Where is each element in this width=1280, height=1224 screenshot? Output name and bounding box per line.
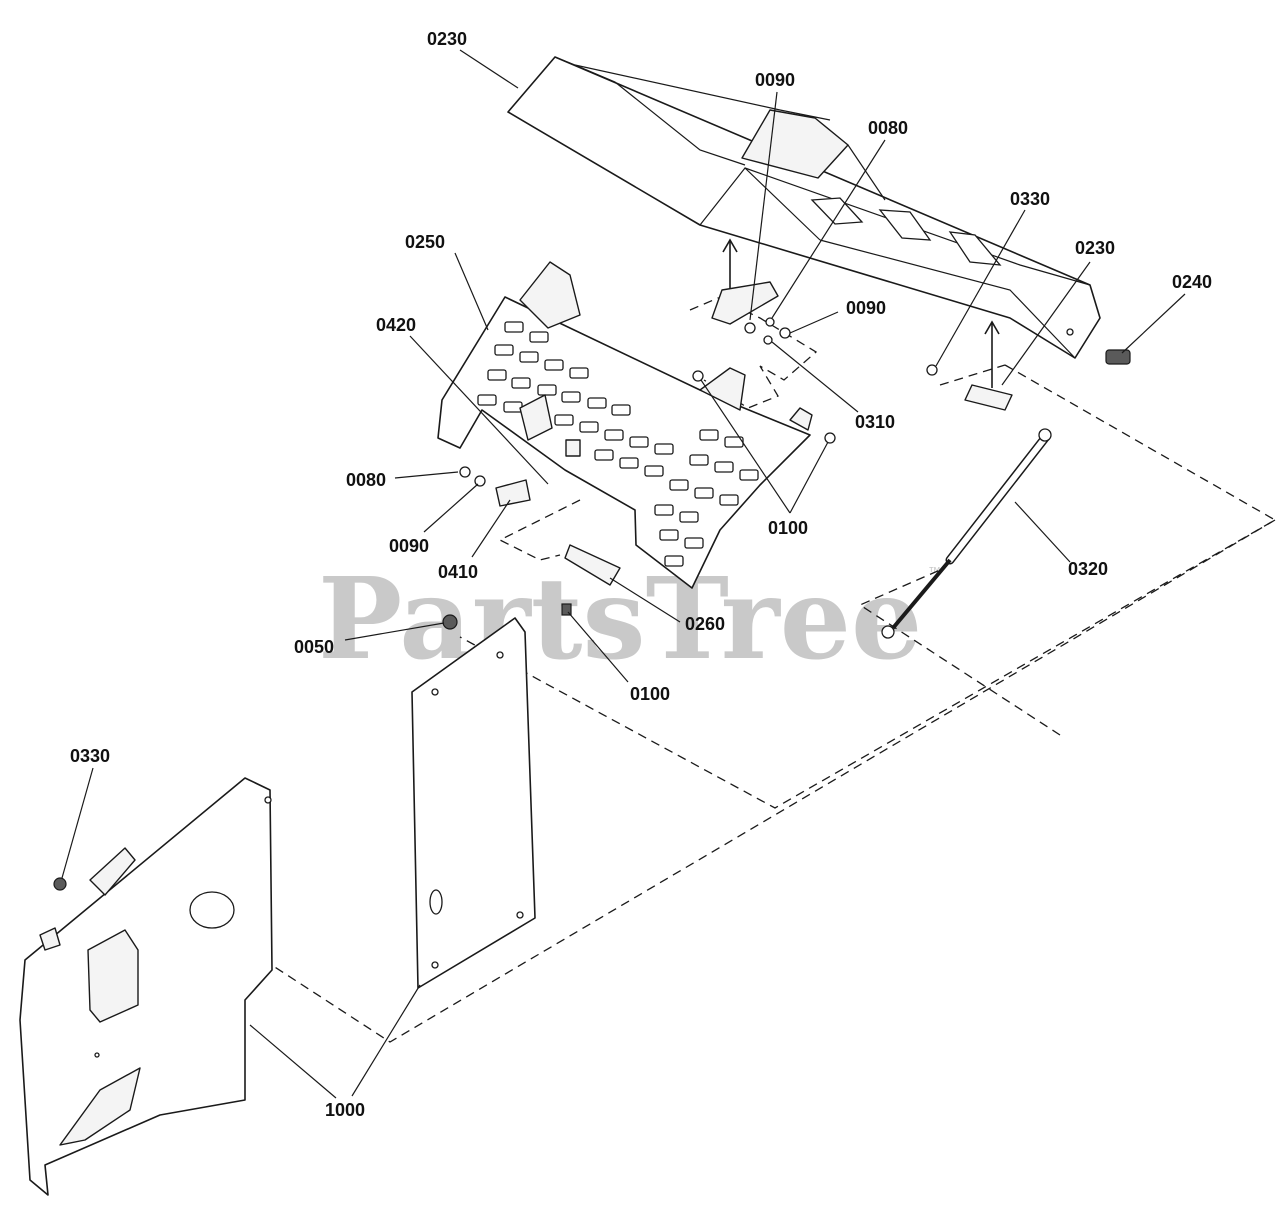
deck-plate-tab-top xyxy=(519,261,581,329)
washer-0090-top xyxy=(744,322,756,334)
callout-0230-right: 0230 xyxy=(1075,238,1115,258)
lower-side-panel-body xyxy=(19,777,273,1196)
bolt-0080-top xyxy=(765,317,775,327)
deck-plate-tab-mid xyxy=(699,367,746,411)
leader-lines xyxy=(61,49,1186,1099)
gas-strut-rod xyxy=(891,558,952,630)
nut-0050 xyxy=(442,614,458,630)
deck-plate-body xyxy=(437,296,811,589)
hinge-bracket-left xyxy=(711,281,779,325)
callout-0090-top: 0090 xyxy=(755,70,795,90)
arrows xyxy=(722,238,1000,388)
deck-plate xyxy=(437,261,813,589)
lower-side-panel xyxy=(19,777,273,1196)
nut-0330-right xyxy=(926,364,938,376)
hinge-bracket-right xyxy=(964,384,1013,411)
callout-0420: 0420 xyxy=(376,315,416,335)
callout-1000: 1000 xyxy=(325,1100,365,1120)
watermark-text: PartsTree xyxy=(318,554,922,685)
deck-perforations xyxy=(477,321,759,567)
bolt-0100-bottom xyxy=(561,603,572,616)
watermark: PartsTree ™ xyxy=(318,554,941,685)
callout-0230-top: 0230 xyxy=(427,29,467,49)
top-cover-slot-1 xyxy=(810,197,864,225)
deck-plate-cutout xyxy=(519,394,553,441)
top-cover-body xyxy=(507,56,1101,359)
callout-0310: 0310 xyxy=(855,412,895,432)
callout-0240: 0240 xyxy=(1172,272,1212,292)
top-cover-slot-2 xyxy=(878,209,932,241)
deck-plate-tab-right xyxy=(789,407,813,431)
gas-strut xyxy=(881,428,1052,639)
callout-0330-left: 0330 xyxy=(70,746,110,766)
dashline-latch xyxy=(498,499,581,561)
dashline-bracket-right xyxy=(939,364,1006,386)
top-cover-hole xyxy=(1066,328,1074,336)
lower-panel-hole xyxy=(189,891,235,929)
callout-0330-right: 0330 xyxy=(1010,189,1050,209)
dashline-main-right xyxy=(459,364,1277,809)
gas-strut-end-bottom xyxy=(881,625,895,639)
bolt-0100-top xyxy=(692,370,704,382)
callout-0050: 0050 xyxy=(294,637,334,657)
callout-0100-right: 0100 xyxy=(768,518,808,538)
nut-0330-left xyxy=(53,877,67,891)
callout-0410: 0410 xyxy=(438,562,478,582)
latch-0410 xyxy=(495,479,531,507)
washer-0090-left xyxy=(474,475,486,487)
callout-0080-left: 0080 xyxy=(346,470,386,490)
callout-0090-mid: 0090 xyxy=(846,298,886,318)
callout-0100-bottom: 0100 xyxy=(630,684,670,704)
callout-0090-left: 0090 xyxy=(389,536,429,556)
callout-0320: 0320 xyxy=(1068,559,1108,579)
lower-panel-box xyxy=(87,929,139,1023)
hinge-brackets xyxy=(711,281,1013,411)
nut-0100-right xyxy=(824,432,836,444)
dashline-strut xyxy=(858,569,1061,736)
deck-plate-latch-hole xyxy=(565,439,581,457)
bolt-0240 xyxy=(1105,349,1131,365)
bolt-0080-left xyxy=(459,466,471,478)
washer-0090-right xyxy=(779,327,791,339)
latch-parts xyxy=(495,479,621,586)
lower-panel-cutout xyxy=(59,1067,141,1146)
callout-0080-top: 0080 xyxy=(868,118,908,138)
middle-panel-body xyxy=(411,617,536,989)
bolt-0310 xyxy=(763,335,773,345)
latch-0260 xyxy=(564,544,621,586)
callout-0260: 0260 xyxy=(685,614,725,634)
gas-strut-end-top xyxy=(1038,428,1052,442)
middle-panel xyxy=(411,617,536,989)
lower-panel-tab xyxy=(89,847,136,896)
callout-0250: 0250 xyxy=(405,232,445,252)
callout-labels: 0230 0090 0080 0330 0230 0240 0250 0090 … xyxy=(70,29,1212,1120)
top-cover-slot-3 xyxy=(948,231,1002,266)
hardware xyxy=(53,317,1131,891)
